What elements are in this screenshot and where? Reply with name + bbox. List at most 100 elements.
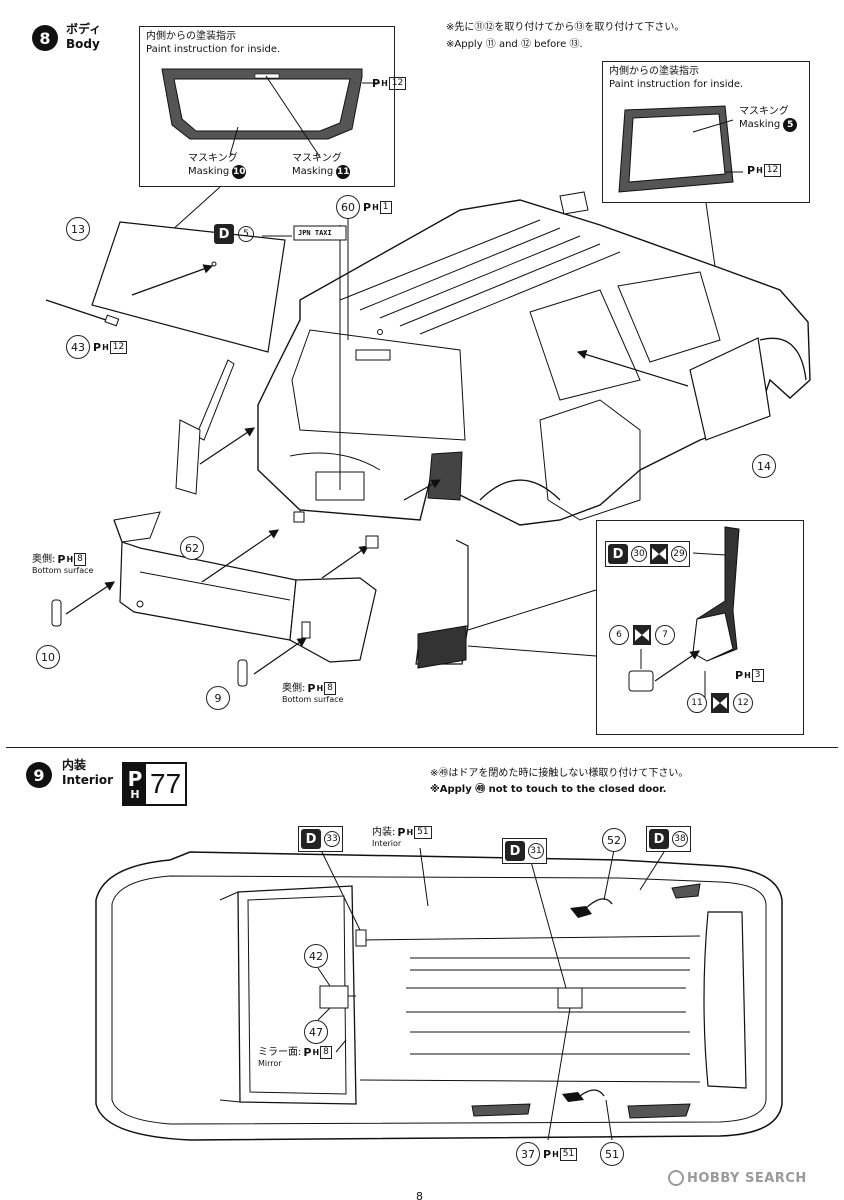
rear-mask1-num: 10	[232, 165, 247, 179]
lamp-part-6: 6	[609, 625, 629, 645]
rear-mask2-num: 11	[336, 165, 351, 179]
ph-badge-number: 77	[150, 768, 182, 799]
rear-lamp-illustration	[628, 526, 740, 697]
side-inset-heading-en: Paint instruction for inside.	[609, 79, 744, 90]
step9-note-jp: ※㊾はドアを閉めた時に接触しない様取り付けて下さい。	[430, 768, 689, 779]
decal-d-mark: D	[649, 829, 669, 849]
lamp-11-12: 11 12	[687, 693, 753, 713]
rear-window-inset: 内側からの塗装指示 Paint instruction for inside. …	[139, 26, 407, 187]
decal-5-group: D 5	[214, 224, 254, 244]
step8-title-en: Body	[66, 37, 100, 51]
decal-d-mark: D	[301, 829, 321, 849]
part-43: 43	[66, 335, 90, 359]
part-42: 42	[304, 944, 328, 968]
part-14: 14	[752, 454, 776, 478]
watermark-text: HOBBY SEARCH	[687, 1170, 807, 1186]
interior-jp: 内装:	[372, 826, 396, 838]
decal-33: 33	[324, 831, 340, 847]
step9-number: 9	[33, 765, 45, 785]
interior-en: Interior	[372, 839, 402, 849]
bottom1-en: Bottom surface	[32, 566, 94, 576]
side-inset-heading-jp: 内側からの塗装指示	[609, 66, 699, 77]
decal-d-mark: D	[214, 224, 234, 244]
side-window-illustration	[618, 105, 743, 193]
part-62: 62	[180, 536, 204, 560]
lamp-paint-codes: D 30 29	[605, 541, 690, 567]
decal-38: 38	[672, 831, 688, 847]
lamp-d-mark: D	[608, 544, 628, 564]
part-37: 37	[516, 1142, 540, 1166]
rear-mask1-en: Masking	[188, 166, 230, 177]
hobby-search-watermark: HOBBY SEARCH	[668, 1170, 807, 1186]
rear-mask2-en: Masking	[292, 166, 334, 177]
bottom1-jp: 奥側:	[32, 553, 56, 565]
decal-31-group: D 31	[502, 838, 547, 864]
bottom2-en: Bottom surface	[282, 695, 344, 705]
lamp-decal-30: 30	[631, 546, 647, 562]
step9-note-en: ※Apply ㊾ not to touch to the closed door…	[430, 784, 667, 795]
hand-paint-icon	[633, 625, 651, 645]
decal-d-mark: D	[505, 841, 525, 861]
rear-inset-heading-en: Paint instruction for inside.	[146, 44, 281, 55]
page-number: 8	[416, 1190, 423, 1200]
lamp-part-11: 11	[687, 693, 707, 713]
decal-33-group: D 33	[298, 826, 343, 852]
rear-window-illustration	[161, 68, 380, 158]
mirror-jp: ミラー面:	[258, 1046, 302, 1058]
step8-note-en: ※Apply ⑪ and ⑫ before ⑬.	[446, 39, 583, 50]
decal-31: 31	[528, 843, 544, 859]
step8-title-jp: ボディ	[66, 22, 102, 36]
part-51: 51	[600, 1142, 624, 1166]
mirror-en: Mirror	[258, 1059, 282, 1069]
lamp-part-7: 7	[655, 625, 675, 645]
watermark-logo-icon	[668, 1170, 684, 1186]
step8-number: 8	[39, 28, 51, 48]
car-body-illustration	[45, 186, 811, 687]
part-60: 60	[336, 195, 360, 219]
lamp-decal-29: 29	[671, 546, 687, 562]
step8-title: ボディ Body	[66, 22, 101, 52]
lamp-6-7: 6 7	[609, 625, 675, 645]
side-mask-en: Masking	[739, 119, 781, 130]
rear-inset-heading-jp: 内側からの塗装指示	[146, 31, 236, 42]
part-47: 47	[304, 1020, 328, 1044]
step9-number-badge: 9	[26, 762, 52, 788]
decal-38-group: D 38	[646, 826, 691, 852]
side-window-inset: 内側からの塗装指示 Paint instruction for inside. …	[602, 61, 810, 203]
side-mask-jp: マスキング	[739, 106, 789, 117]
bottom2-jp: 奥側:	[282, 682, 306, 694]
section-divider	[6, 747, 838, 748]
part-10: 10	[36, 645, 60, 669]
rear-mask1-jp: マスキング	[188, 153, 238, 164]
hand-paint-icon	[711, 693, 729, 713]
part-13: 13	[66, 217, 90, 241]
hand-paint-icon	[650, 544, 668, 564]
decal-5: 5	[238, 226, 254, 242]
lamp-part-12: 12	[733, 693, 753, 713]
step8-number-badge: 8	[32, 25, 58, 51]
side-mask-num: 5	[783, 118, 798, 132]
jpn-taxi-decal: JPN TAXI	[298, 229, 332, 237]
